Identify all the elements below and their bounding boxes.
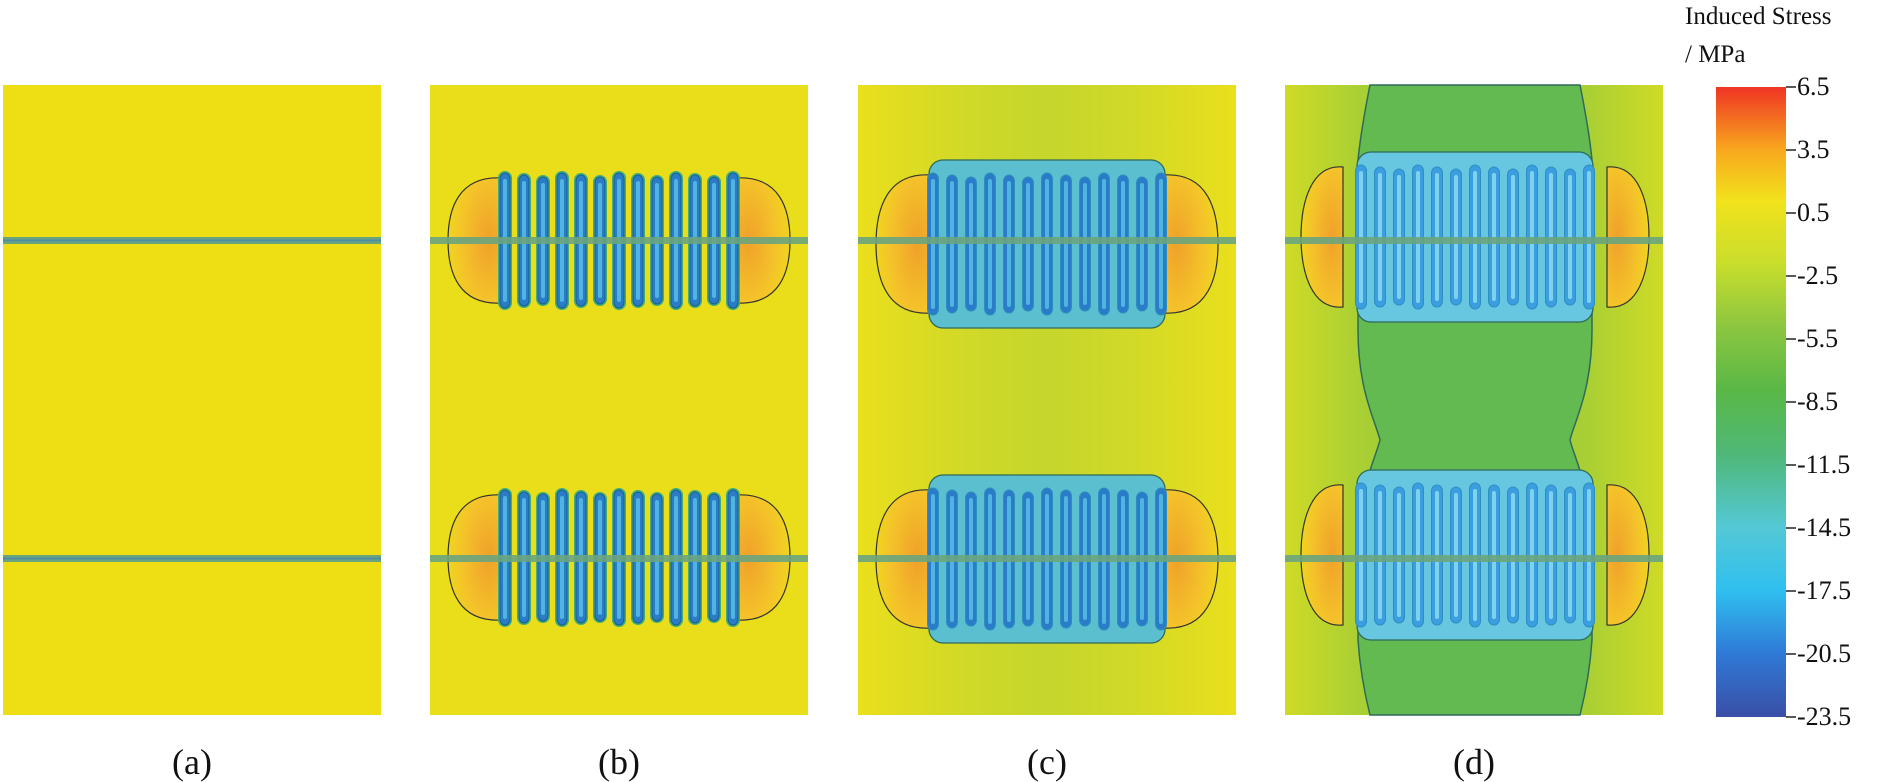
wellbore-top bbox=[430, 237, 808, 244]
colorbar-gradient bbox=[1716, 87, 1786, 717]
panel-label-b: (b) bbox=[598, 742, 640, 782]
colorbar-tick-label: 3.5 bbox=[1797, 135, 1830, 164]
colorbar-ticks bbox=[1786, 86, 1796, 718]
colorbar-tick-label: -2.5 bbox=[1797, 261, 1839, 290]
wellbore-top bbox=[858, 237, 1236, 244]
panel-label-c: (c) bbox=[1027, 742, 1067, 782]
panel-d bbox=[1285, 84, 1663, 716]
colorbar-tick-label: -14.5 bbox=[1797, 513, 1852, 542]
panel-c bbox=[858, 85, 1236, 715]
colorbar-tick-label: 6.5 bbox=[1797, 72, 1830, 101]
wellbore-bottom bbox=[430, 555, 808, 562]
colorbar-tick-label: -5.5 bbox=[1797, 324, 1839, 353]
panel-a bbox=[3, 85, 381, 715]
colorbar-tick-label: -20.5 bbox=[1797, 639, 1852, 668]
colorbar-tick-label: -23.5 bbox=[1797, 702, 1852, 731]
colorbar-tick-label: -11.5 bbox=[1797, 450, 1851, 479]
colorbar-tick-label: -8.5 bbox=[1797, 387, 1839, 416]
panel-label-a: (a) bbox=[172, 742, 212, 782]
wellbore-bottom bbox=[858, 555, 1236, 562]
colorbar-title-line1: Induced Stress bbox=[1685, 3, 1832, 30]
panel-label-d: (d) bbox=[1453, 742, 1495, 782]
panel-b bbox=[430, 85, 808, 715]
wellbore-bottom bbox=[1285, 555, 1663, 562]
panel-a-background bbox=[3, 85, 381, 715]
colorbar-title-line2: / MPa bbox=[1685, 41, 1746, 68]
colorbar-tick-label: 0.5 bbox=[1797, 198, 1830, 227]
colorbar-tick-label: -17.5 bbox=[1797, 576, 1852, 605]
wellbore-top bbox=[1285, 237, 1663, 244]
colorbar bbox=[1716, 86, 1796, 718]
